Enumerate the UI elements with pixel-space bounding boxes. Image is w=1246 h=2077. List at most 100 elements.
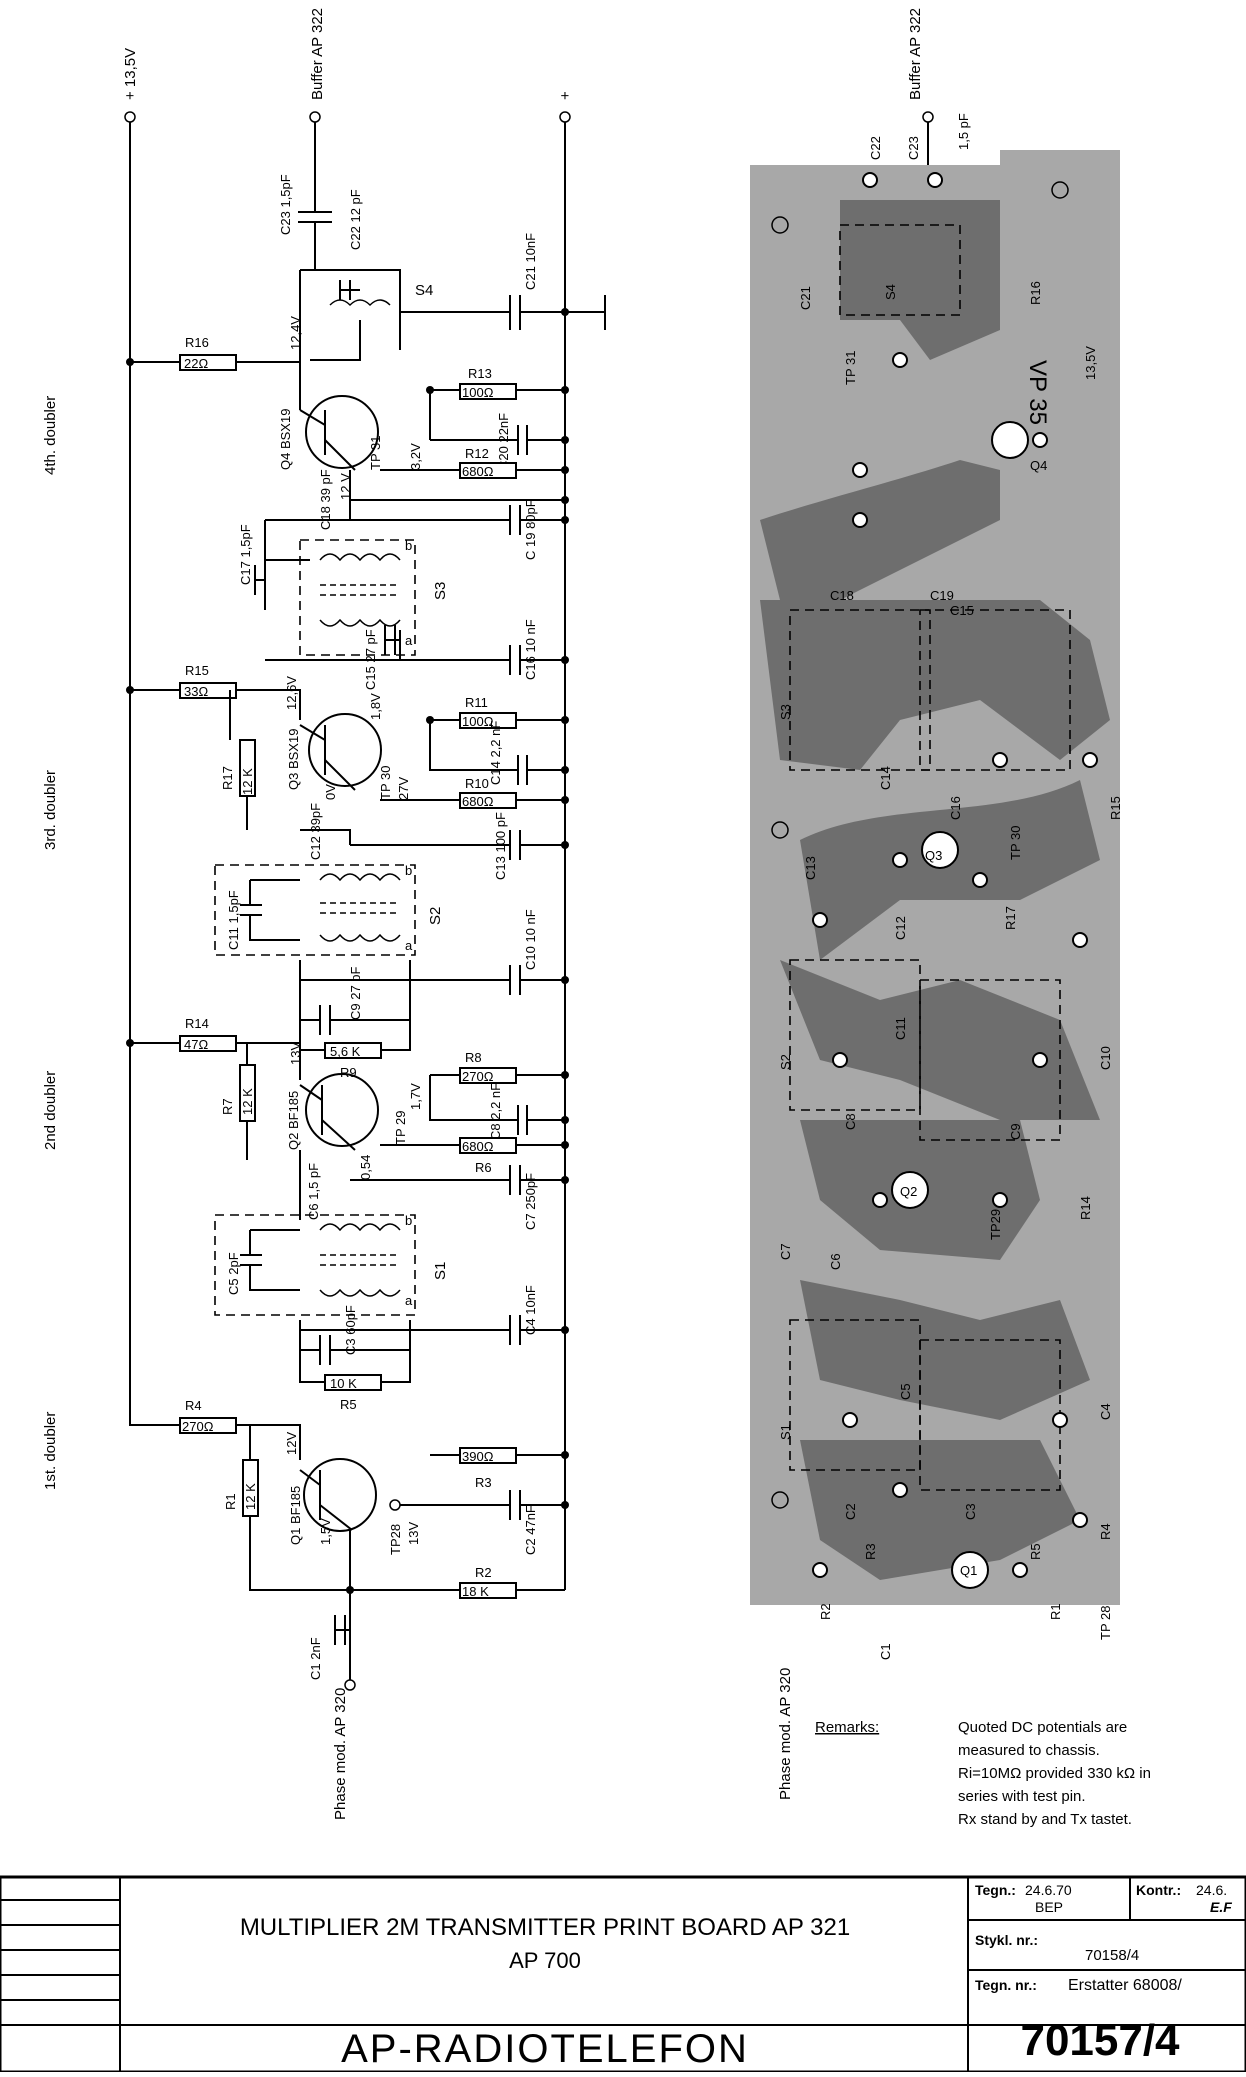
svg-text:C4 10nF: C4 10nF [523,1285,538,1335]
drawing-subtitle: AP 700 [509,1948,581,1973]
svg-text:100Ω: 100Ω [462,385,494,400]
svg-text:C18: C18 [830,588,854,603]
remarks-title: Remarks: [815,1719,879,1736]
company-name: AP-RADIOTELEFON [341,2027,749,2071]
svg-text:47Ω: 47Ω [184,1037,208,1052]
svg-text:C9 27 pF: C9 27 pF [348,966,363,1020]
svg-text:S3: S3 [778,704,793,720]
svg-text:VP 35: VP 35 [1024,360,1051,425]
v124-label: 12,4V [288,316,303,350]
svg-text:C 19 80pF: C 19 80pF [523,499,538,560]
s3-transformer [299,539,416,656]
board-q2 [891,1171,929,1209]
svg-text:12 K: 12 K [240,1088,255,1115]
print-board: Buffer AP 322 [750,8,1123,1800]
svg-text:680Ω: 680Ω [462,1139,494,1154]
svg-text:270Ω: 270Ω [182,1419,214,1434]
svg-text:C5: C5 [898,1383,913,1400]
svg-text:27V: 27V [396,777,411,800]
q3-transistor [308,713,382,787]
svg-text:C22: C22 [868,136,883,160]
svg-text:S1: S1 [778,1424,793,1440]
svg-text:R4: R4 [1098,1523,1113,1540]
svg-text:C7 250pF: C7 250pF [523,1173,538,1230]
remarks: Remarks: Quoted DC potentials are measur… [815,1719,1151,1828]
svg-text:R3: R3 [475,1475,492,1490]
svg-text:S1: S1 [432,1262,449,1280]
svg-text:C5 2pF: C5 2pF [226,1252,241,1295]
svg-text:C10: C10 [1098,1046,1113,1070]
svg-text:E.F: E.F [1210,1899,1232,1915]
svg-text:C11 1,5pF: C11 1,5pF [226,890,241,950]
c21-label: C21 10nF [523,233,538,290]
svg-text:5,6 K: 5,6 K [330,1044,361,1059]
svg-text:C10 10 nF: C10 10 nF [523,909,538,970]
svg-text:24.6.: 24.6. [1196,1882,1227,1898]
svg-text:390Ω: 390Ω [462,1449,494,1464]
svg-text:BEP: BEP [1035,1899,1063,1915]
svg-text:12,6V: 12,6V [284,676,299,710]
svg-text:R2: R2 [475,1565,492,1580]
svg-text:0,54: 0,54 [358,1155,373,1180]
c22-label: C22 12 pF [348,189,363,250]
q1-transistor [303,1458,377,1532]
svg-text:TP 30: TP 30 [378,766,393,800]
svg-text:22Ω: 22Ω [184,356,208,371]
svg-text:S3: S3 [432,582,449,600]
schematic: + 13,5V Buffer AP 322 + 4th. doubler 3rd… [42,8,606,1820]
svg-text:R14: R14 [185,1016,209,1031]
stage-label-3: 3rd. doubler [42,770,59,850]
svg-text:C3: C3 [963,1503,978,1520]
svg-text:Q1: Q1 [960,1563,977,1578]
svg-text:TP 29: TP 29 [393,1111,408,1145]
svg-text:100Ω: 100Ω [462,714,494,729]
board-input-label: Phase mod. AP 320 [777,1668,794,1800]
svg-text:TP 28: TP 28 [1098,1606,1113,1640]
svg-text:C14: C14 [878,766,893,790]
svg-text:Q3 BSX19: Q3 BSX19 [286,729,301,790]
svg-text:Rx stand by and Tx tastet.: Rx stand by and Tx tastet. [958,1811,1132,1828]
svg-text:C15: C15 [950,603,974,618]
svg-text:C16 10 nF: C16 10 nF [523,619,538,680]
svg-text:R15: R15 [185,663,209,678]
svg-text:R9: R9 [340,1065,357,1080]
s4-label: S4 [415,282,433,299]
svg-text:C23: C23 [906,136,921,160]
svg-text:R7: R7 [220,1098,235,1115]
svg-text:18 K: 18 K [462,1584,489,1599]
svg-text:C15 27 pF: C15 27 pF [363,629,378,690]
svg-text:C1: C1 [878,1643,893,1660]
svg-text:Tegn.:: Tegn.: [975,1882,1016,1898]
svg-text:33Ω: 33Ω [184,684,208,699]
svg-text:C6 1,5 pF: C6 1,5 pF [306,1163,321,1220]
svg-text:a: a [405,633,413,648]
svg-text:S2: S2 [778,1054,793,1070]
svg-text:Q4: Q4 [1030,458,1047,473]
svg-text:13,5V: 13,5V [1083,346,1098,380]
svg-text:24.6.70: 24.6.70 [1025,1882,1072,1898]
svg-text:R8: R8 [465,1050,482,1065]
board-q4 [991,421,1029,459]
title-block: MULTIPLIER 2M TRANSMITTER PRINT BOARD AP… [0,1875,1246,2074]
drawing-title: MULTIPLIER 2M TRANSMITTER PRINT BOARD AP… [240,1914,850,1941]
svg-text:13V: 13V [288,1042,303,1065]
svg-text:C2 47nF: C2 47nF [523,1505,538,1555]
svg-text:1,8V: 1,8V [368,693,383,720]
svg-text:C13 100 pF: C13 100 pF [493,812,508,880]
svg-text:R5: R5 [340,1397,357,1412]
drawing-number: 70157/4 [1020,2016,1180,2065]
svg-text:TP 30: TP 30 [1008,826,1023,860]
ground-top-label: + [557,91,574,100]
stage-label-1: 1st. doubler [42,1412,59,1490]
svg-text:S2: S2 [427,907,444,925]
svg-text:R5: R5 [1028,1543,1043,1560]
svg-text:series with test pin.: series with test pin. [958,1788,1086,1805]
svg-text:R1: R1 [223,1493,238,1510]
svg-text:R11: R11 [465,695,488,710]
svg-text:C13: C13 [803,856,818,880]
svg-text:70158/4: 70158/4 [1085,1947,1139,1964]
svg-text:a: a [405,1293,413,1308]
svg-text:R12: R12 [465,446,489,461]
svg-text:R6: R6 [475,1160,492,1175]
